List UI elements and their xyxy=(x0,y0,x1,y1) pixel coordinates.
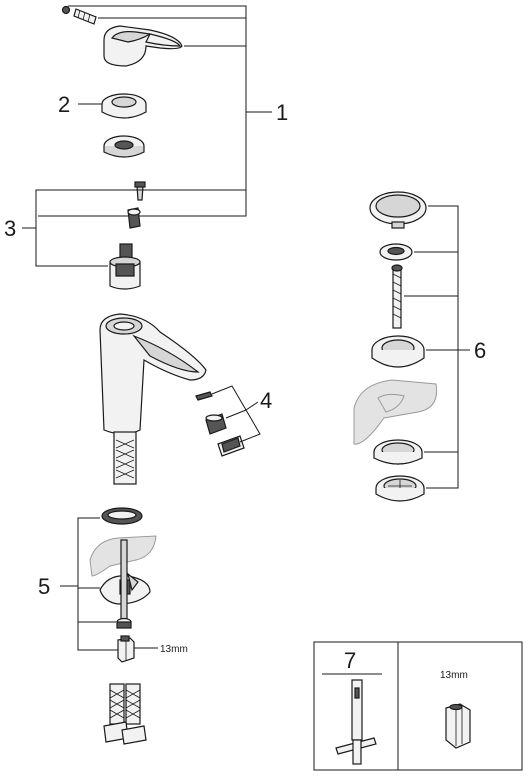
washer-small-part xyxy=(116,617,132,629)
drain-gasket-part xyxy=(379,243,413,261)
mounting-rod-part xyxy=(120,539,128,621)
callout-1-bracket xyxy=(38,5,272,217)
callout-4-bracket xyxy=(211,385,261,443)
callout-2: 2 xyxy=(58,92,70,117)
drain-flange-part xyxy=(371,335,425,368)
hex-size-label: 13mm xyxy=(160,644,188,655)
hex-nut-part xyxy=(117,635,135,663)
mounting-gasket-part xyxy=(101,507,143,525)
small-screw-part xyxy=(134,181,146,201)
callout-4: 4 xyxy=(260,388,272,413)
callout-7: 7 xyxy=(344,648,356,673)
aerator-washer-part xyxy=(195,391,213,401)
tool-7-panel: 7 xyxy=(322,648,382,765)
callout-5: 5 xyxy=(38,574,50,599)
countertop-ghost-6 xyxy=(353,379,438,445)
callout-6-bracket xyxy=(404,205,470,489)
cap-ring-part xyxy=(101,93,147,119)
callout-3: 3 xyxy=(4,216,16,241)
drain-plug-cap-part xyxy=(369,191,427,229)
handle-screw-part xyxy=(61,5,97,25)
tool-hex-size-label: 13mm xyxy=(440,670,468,681)
supply-hose-upper-part xyxy=(113,431,137,485)
drain-rod-part xyxy=(391,264,403,329)
cartridge-part xyxy=(109,243,141,290)
callout-3-bracket xyxy=(22,189,246,267)
aerator-insert-part xyxy=(205,413,227,435)
socket-nut-part xyxy=(445,703,471,749)
nut-ring-part xyxy=(103,135,145,158)
callout-5-bracket xyxy=(60,517,118,651)
spindle-adapter-part xyxy=(127,207,141,229)
callout-6: 6 xyxy=(474,338,486,363)
callout-1: 1 xyxy=(276,100,288,125)
tool-socket-panel: 13mm xyxy=(440,670,471,749)
lever-handle-part xyxy=(103,25,183,67)
wrench-tool-part xyxy=(335,679,377,765)
aerator-housing-part xyxy=(217,435,245,457)
faucet-body-part xyxy=(99,313,207,435)
drain-body-part xyxy=(373,439,423,465)
tool-box xyxy=(313,641,523,771)
drain-strainer-part xyxy=(375,475,425,502)
supply-hose-lower-part xyxy=(103,683,147,745)
